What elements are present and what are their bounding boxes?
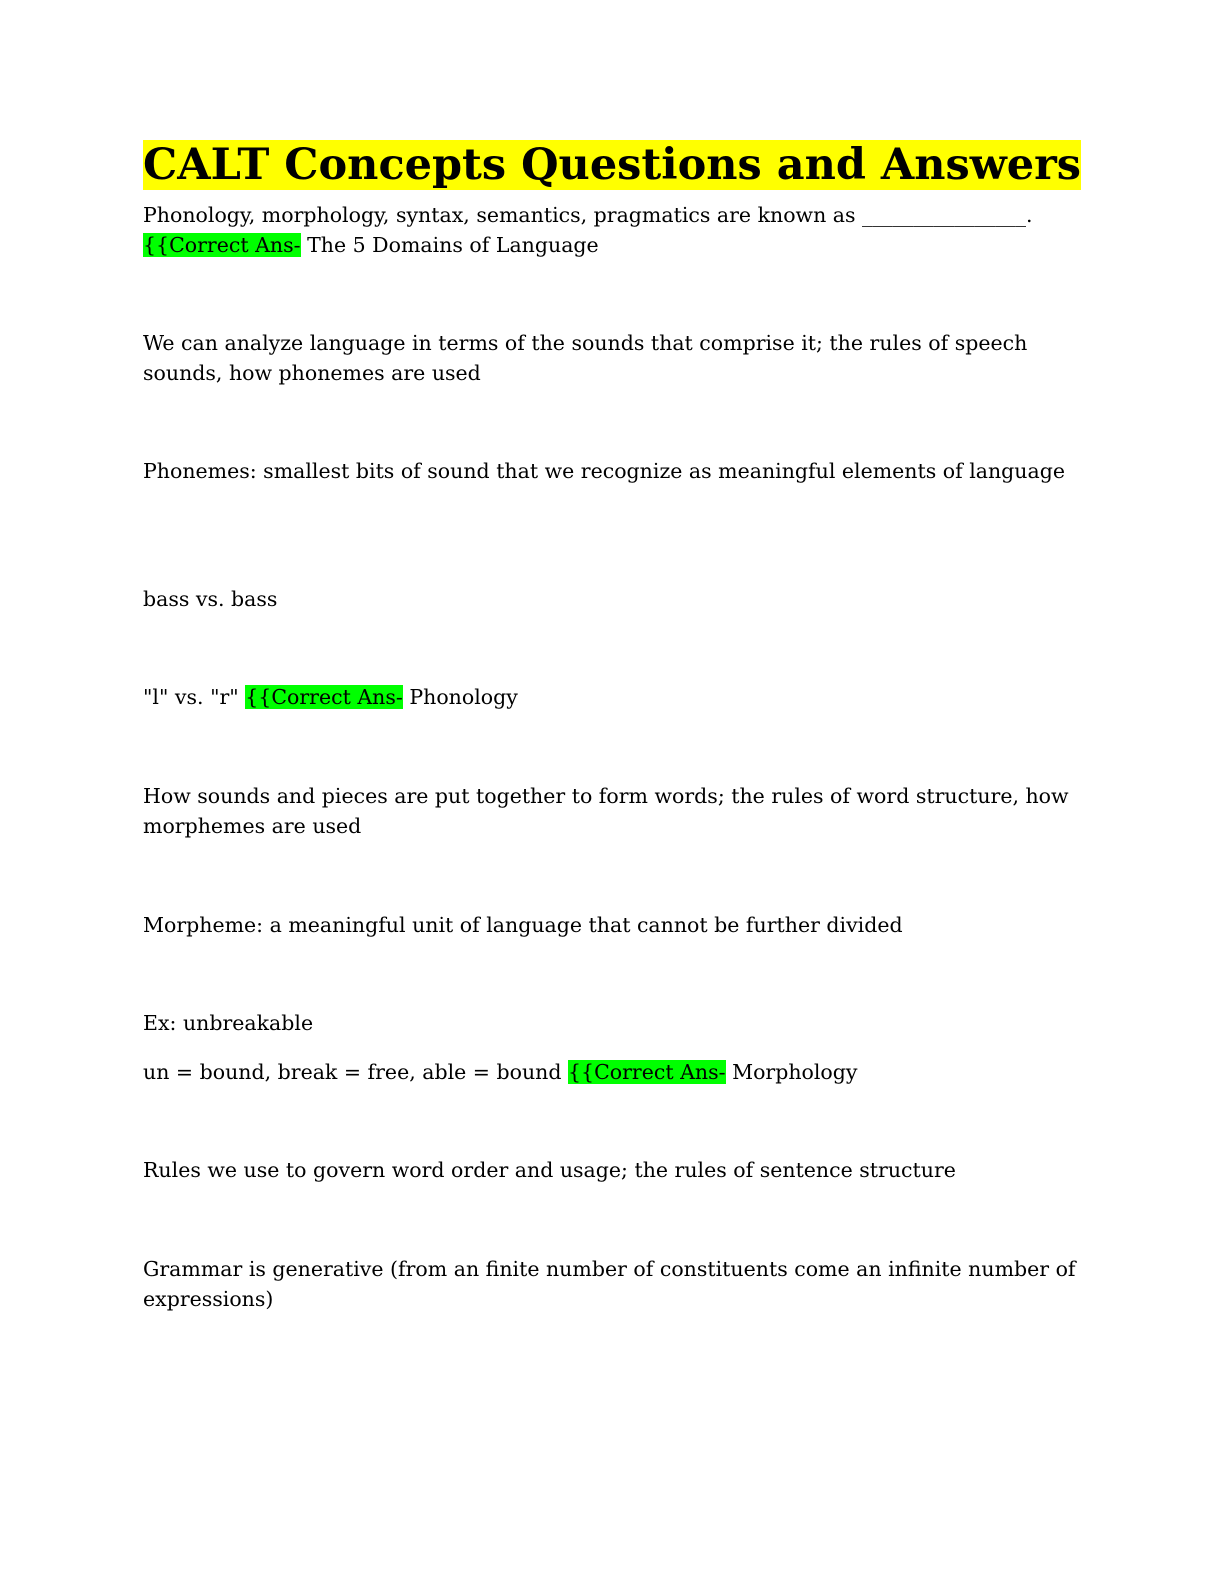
- paragraph-10: Rules we use to govern word order and us…: [143, 1156, 1078, 1186]
- question-text: Grammar is generative (from an finite nu…: [143, 1257, 1076, 1311]
- document-title: CALT Concepts Questions and Answers: [143, 140, 1081, 190]
- question-text: un = bound, break = free, able = bound: [143, 1060, 562, 1084]
- question-text: Rules we use to govern word order and us…: [143, 1158, 956, 1182]
- paragraph-1: Phonology, morphology, syntax, semantics…: [143, 201, 1078, 260]
- question-text: Phonology, morphology, syntax, semantics…: [143, 203, 1033, 227]
- correct-answer-marker: {{Correct Ans-: [568, 1060, 726, 1084]
- paragraph-2: We can analyze language in terms of the …: [143, 329, 1078, 388]
- paragraph-6: How sounds and pieces are put together t…: [143, 782, 1078, 841]
- paragraph-3: Phonemes: smallest bits of sound that we…: [143, 457, 1078, 487]
- question-text: How sounds and pieces are put together t…: [143, 784, 1069, 838]
- answer-text: The 5 Domains of Language: [307, 232, 599, 257]
- paragraph-8: Ex: unbreakable: [143, 1009, 1078, 1039]
- title-text: CALT Concepts Questions and Answers: [143, 140, 1081, 190]
- correct-answer-marker: {{Correct Ans-: [143, 232, 301, 257]
- answer-text: Phonology: [409, 685, 518, 709]
- answer-text: Morphology: [732, 1060, 858, 1084]
- paragraph-4: bass vs. bass: [143, 585, 1078, 615]
- question-text: bass vs. bass: [143, 587, 278, 611]
- question-text: "l" vs. "r": [143, 685, 239, 709]
- paragraph-11: Grammar is generative (from an finite nu…: [143, 1255, 1078, 1314]
- question-text: Phonemes: smallest bits of sound that we…: [143, 459, 1065, 483]
- correct-answer-marker: {{Correct Ans-: [245, 685, 403, 709]
- question-text: We can analyze language in terms of the …: [143, 331, 1028, 385]
- paragraph-7: Morpheme: a meaningful unit of language …: [143, 911, 1078, 941]
- paragraph-5: "l" vs. "r" {{Correct Ans- Phonology: [143, 683, 1078, 713]
- paragraph-9: un = bound, break = free, able = bound {…: [143, 1058, 1078, 1088]
- question-text: Morpheme: a meaningful unit of language …: [143, 913, 903, 937]
- question-text: Ex: unbreakable: [143, 1011, 314, 1035]
